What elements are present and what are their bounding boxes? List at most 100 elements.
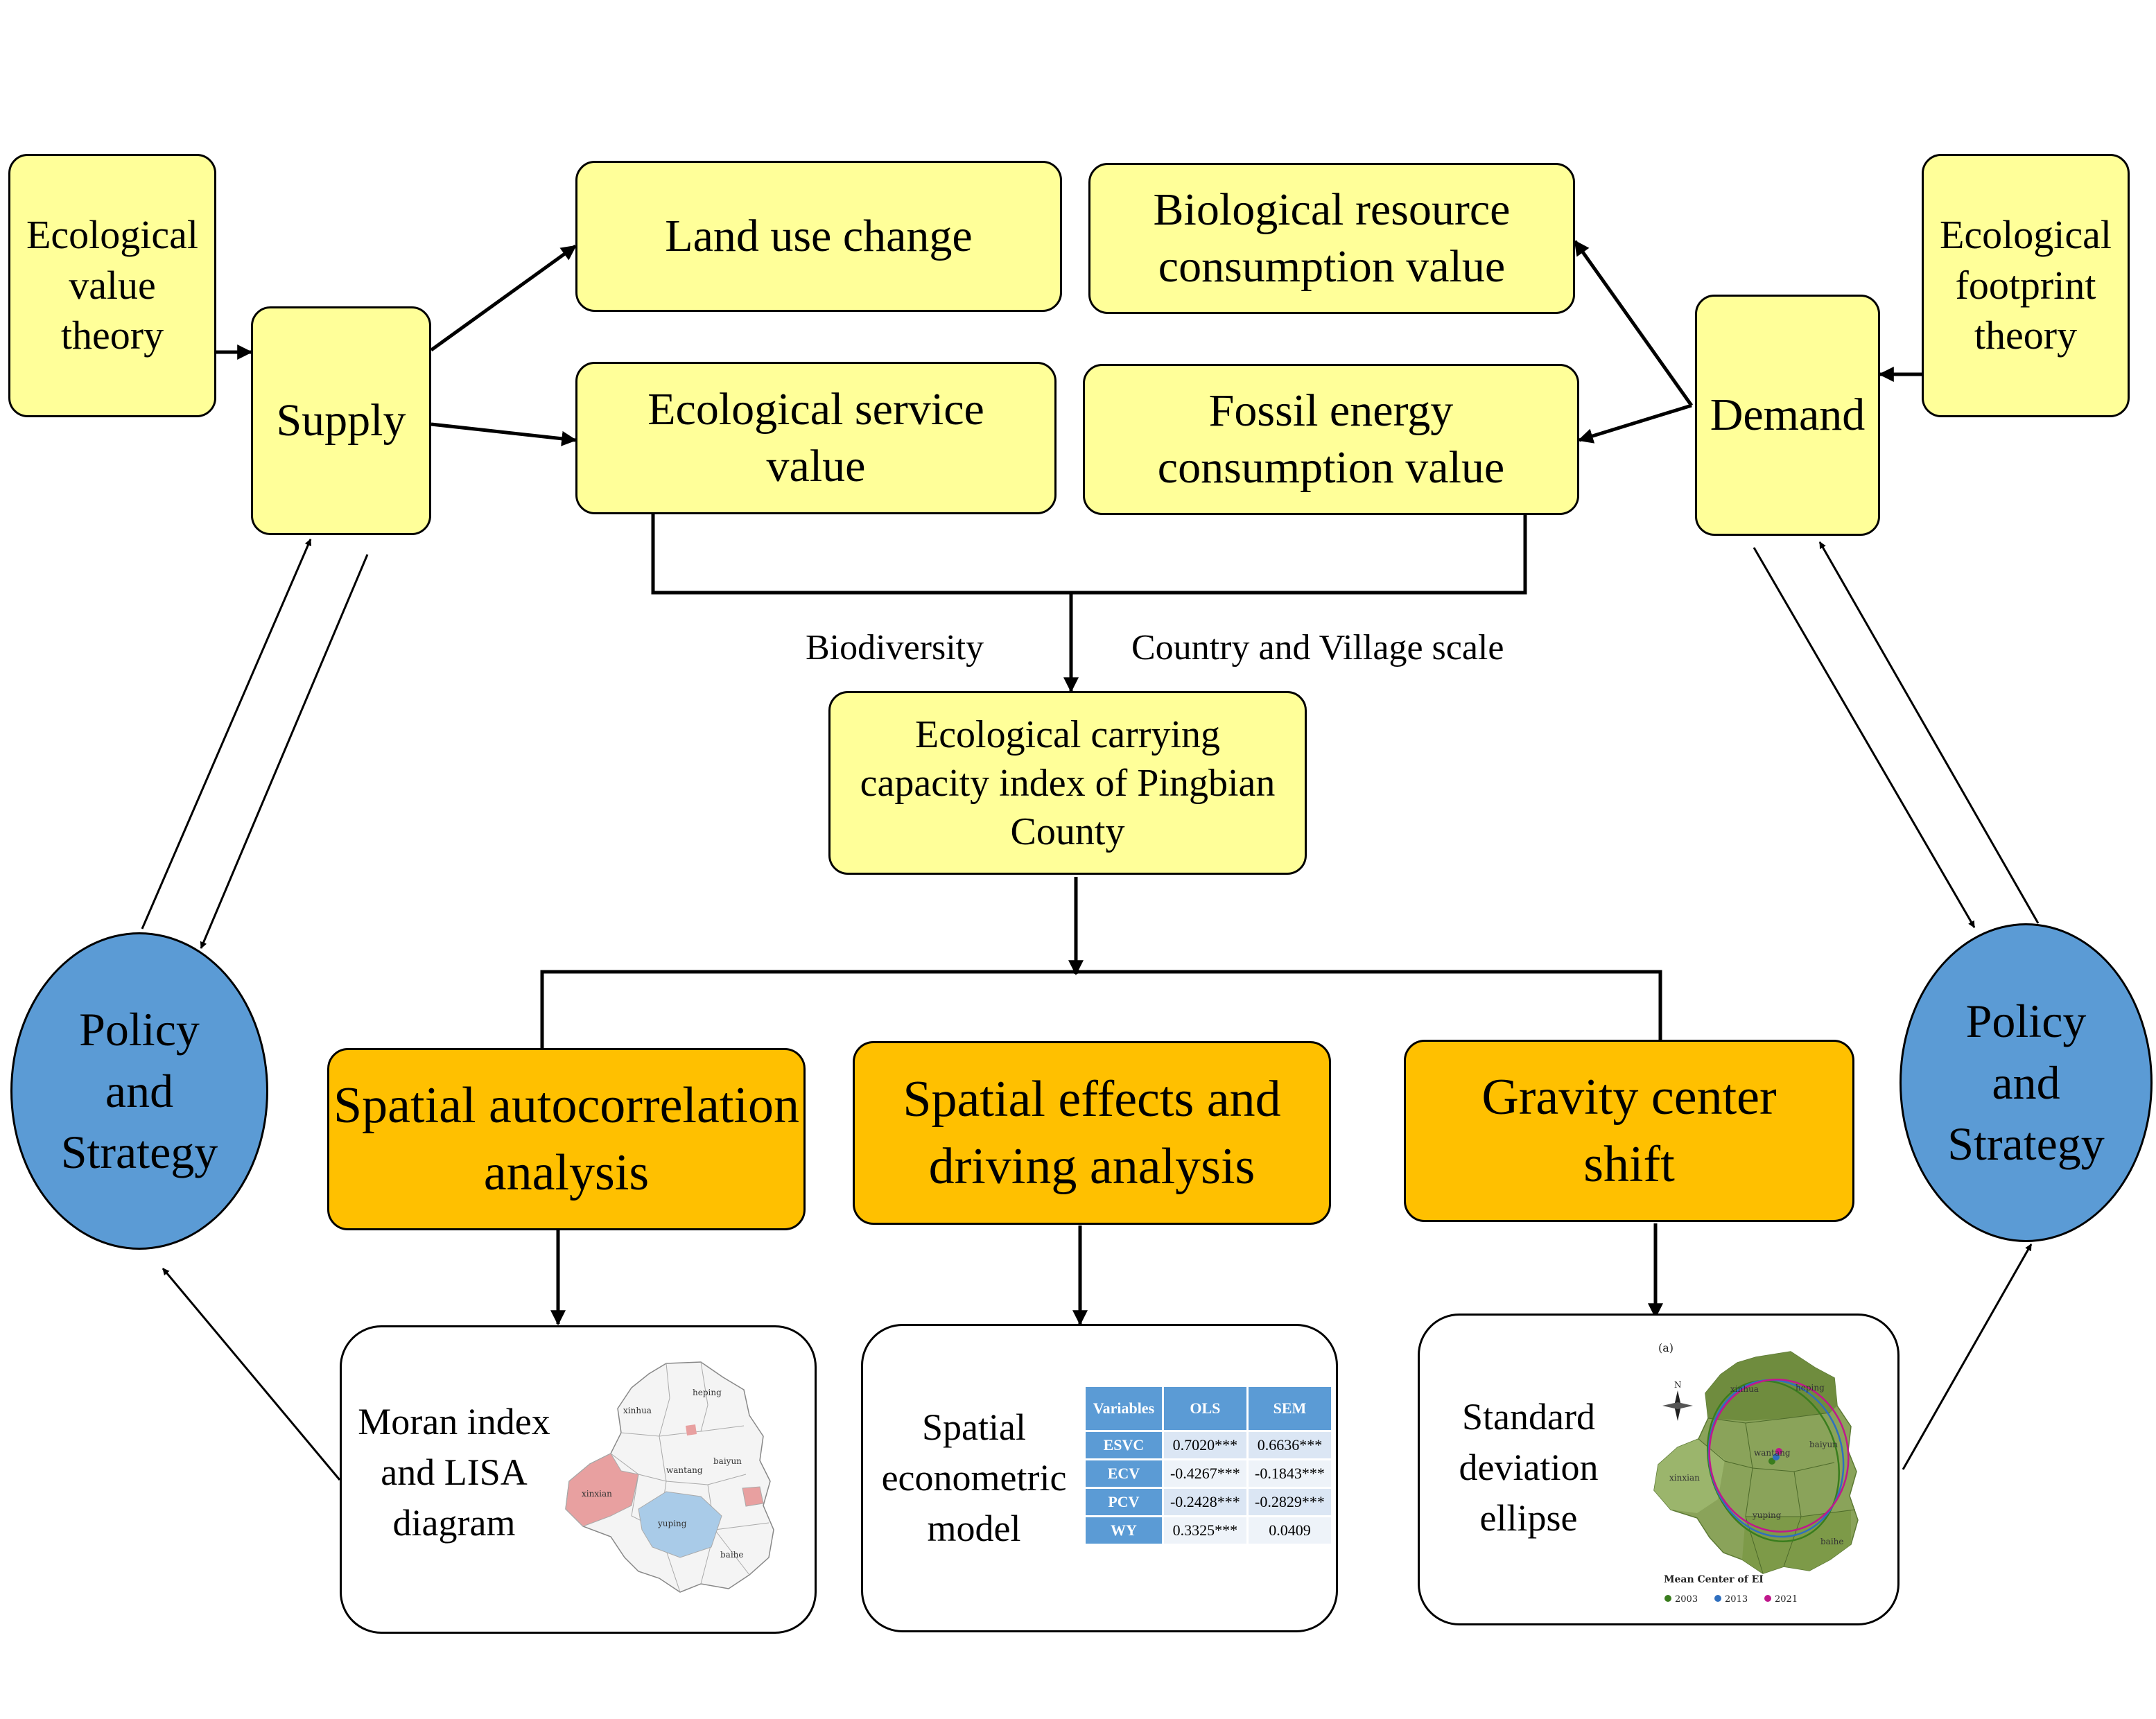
regression-ols-cell: 0.3325***: [1161, 1515, 1249, 1546]
node-biological-resource-label: Biological resource consumption value: [1153, 184, 1511, 293]
regression-var-cell: ESVC: [1084, 1430, 1164, 1460]
card-moran-label: Moran index and LISA diagram: [358, 1401, 550, 1544]
compass-icon: N: [1662, 1380, 1693, 1421]
moran-town-label: yuping: [657, 1519, 687, 1528]
node-policy-left: Policy and Strategy: [10, 932, 268, 1250]
card-moran: Moran index and LISA diagram xinhua: [340, 1325, 817, 1634]
sde-ellipse-2021: [1708, 1379, 1850, 1533]
legend-label: 2013: [1725, 1594, 1748, 1605]
arrow-demand-to-biological: [1573, 240, 1694, 407]
bracket-collector: [651, 514, 1527, 595]
arrow-moran-to-policy-left: [162, 1268, 341, 1481]
node-spatial-effects-label: Spatial effects and driving analysis: [903, 1071, 1281, 1195]
regression-header-cell: Variables: [1084, 1385, 1164, 1432]
node-biological-resource: Biological resource consumption value: [1088, 163, 1575, 314]
arrow-policy-left-to-supply: [141, 539, 312, 930]
node-land-use-change-label: Land use change: [665, 210, 973, 261]
legend-label: 2003: [1675, 1594, 1698, 1605]
table-row: PCV -0.2428*** -0.2829***: [1084, 1487, 1334, 1517]
card-ellipse: Standard deviation ellipse (a) N: [1418, 1314, 1899, 1625]
card-econometric-label: Spatial econometric model: [881, 1406, 1067, 1549]
node-land-use-change: Land use change: [575, 161, 1062, 312]
table-row: ECV -0.4267*** -0.1843***: [1084, 1458, 1334, 1489]
lisa-low-low-cluster: [638, 1491, 722, 1558]
node-gravity-center: Gravity center shift: [1404, 1040, 1854, 1222]
regression-sem-cell: -0.2829***: [1246, 1487, 1334, 1517]
mean-center-2021: [1775, 1448, 1782, 1455]
lisa-high-high-dot: [686, 1424, 697, 1436]
moran-town-label: baiyun: [713, 1456, 742, 1466]
label-scale: Country and Village scale: [1131, 628, 1504, 667]
mean-center-2013: [1773, 1454, 1780, 1460]
arrow-demand-to-fossil: [1577, 403, 1692, 444]
regression-sem-cell: -0.1843***: [1246, 1458, 1334, 1489]
legend-swatch-2013: [1714, 1595, 1721, 1602]
node-ecological-value-theory-label: Ecological value theory: [26, 212, 198, 358]
table-row: ESVC 0.7020*** 0.6636***: [1084, 1430, 1334, 1460]
analysis-bus: [540, 970, 1662, 1048]
regression-sem-cell: 0.6636***: [1246, 1430, 1334, 1460]
arrow-ellipse-to-policy-right: [1902, 1244, 2033, 1470]
regression-ols-cell: 0.7020***: [1161, 1430, 1249, 1460]
label-biodiversity: Biodiversity: [806, 628, 984, 667]
arrow-policy-right-to-demand: [1818, 541, 2040, 924]
arrow-supply-to-landuse: [430, 244, 577, 352]
node-gravity-center-label: Gravity center shift: [1481, 1069, 1777, 1193]
node-ecci: Ecological carrying capacity index of Pi…: [828, 691, 1307, 875]
regression-header-cell: OLS: [1161, 1385, 1249, 1432]
node-policy-right: Policy and Strategy: [1899, 923, 2153, 1242]
node-fossil-energy: Fossil energy consumption value: [1083, 364, 1579, 515]
node-supply-label: Supply: [276, 394, 406, 446]
ellipse-town-label: xinxian: [1669, 1473, 1700, 1483]
node-spatial-autocorrelation: Spatial autocorrelation analysis: [327, 1048, 806, 1230]
ellipse-panel-label: (a): [1658, 1341, 1673, 1354]
compass-north-label: N: [1674, 1380, 1682, 1390]
table-row: WY 0.3325*** 0.0409: [1084, 1515, 1334, 1546]
node-policy-right-label: Policy and Strategy: [1947, 995, 2105, 1171]
lisa-high-high-small: [742, 1486, 764, 1507]
moran-town-label: heping: [693, 1388, 722, 1397]
region-mid: [1742, 1510, 1851, 1573]
card-ellipse-label: Standard deviation ellipse: [1459, 1396, 1599, 1539]
regression-table: Variables OLS SEM ESVC 0.7020*** 0.6636*…: [1084, 1385, 1334, 1546]
node-spatial-autocorrelation-label: Spatial autocorrelation analysis: [333, 1077, 799, 1201]
node-spatial-effects: Spatial effects and driving analysis: [853, 1041, 1331, 1225]
ellipse-town-label: baiyun: [1809, 1440, 1838, 1449]
lisa-high-high-cluster: [565, 1453, 639, 1527]
moran-town-label: xinxian: [582, 1489, 612, 1499]
node-supply: Supply: [251, 306, 431, 535]
node-ecological-service-value: Ecological service value: [575, 362, 1057, 514]
moran-town-label: wantang: [666, 1465, 703, 1475]
ellipse-legend-title: Mean Center of EI: [1664, 1574, 1764, 1585]
moran-town-label: xinhua: [623, 1406, 652, 1415]
regression-header-row: Variables OLS SEM: [1084, 1385, 1334, 1432]
node-ecci-label: Ecological carrying capacity index of Pi…: [860, 713, 1276, 853]
moran-lisa-map: xinhua heping xinxian baiyun wantang yup…: [565, 1361, 774, 1593]
regression-var-cell: WY: [1084, 1515, 1164, 1546]
node-demand: Demand: [1695, 295, 1880, 536]
node-demand-label: Demand: [1710, 389, 1866, 440]
regression-var-cell: PCV: [1084, 1487, 1164, 1517]
node-ecological-footprint-theory: Ecological footprint theory: [1922, 154, 2130, 417]
ellipse-town-label: yuping: [1752, 1510, 1782, 1520]
card-econometric: Spatial econometric model Variables OLS …: [861, 1324, 1338, 1632]
node-fossil-energy-label: Fossil energy consumption value: [1157, 385, 1505, 494]
regression-ols-cell: -0.2428***: [1161, 1487, 1249, 1517]
arrow-demand-to-policy-right: [1753, 547, 1976, 928]
regression-ols-cell: -0.4267***: [1161, 1458, 1249, 1489]
legend-swatch-2021: [1764, 1595, 1771, 1602]
node-ecological-service-value-label: Ecological service value: [647, 383, 984, 492]
ellipse-town-label: wantang: [1754, 1448, 1791, 1458]
regression-var-cell: ECV: [1084, 1458, 1164, 1489]
ellipse-town-label: baihe: [1820, 1537, 1844, 1546]
regression-sem-cell: 0.0409: [1246, 1515, 1334, 1546]
arrow-supply-to-esv: [431, 422, 577, 446]
node-ecological-value-theory: Ecological value theory: [8, 154, 216, 417]
legend-swatch-2003: [1664, 1595, 1671, 1602]
node-ecological-footprint-theory-label: Ecological footprint theory: [1939, 212, 2112, 358]
ellipse-town-label: heping: [1796, 1383, 1825, 1393]
legend-label: 2021: [1775, 1594, 1798, 1605]
node-policy-left-label: Policy and Strategy: [60, 1003, 218, 1179]
